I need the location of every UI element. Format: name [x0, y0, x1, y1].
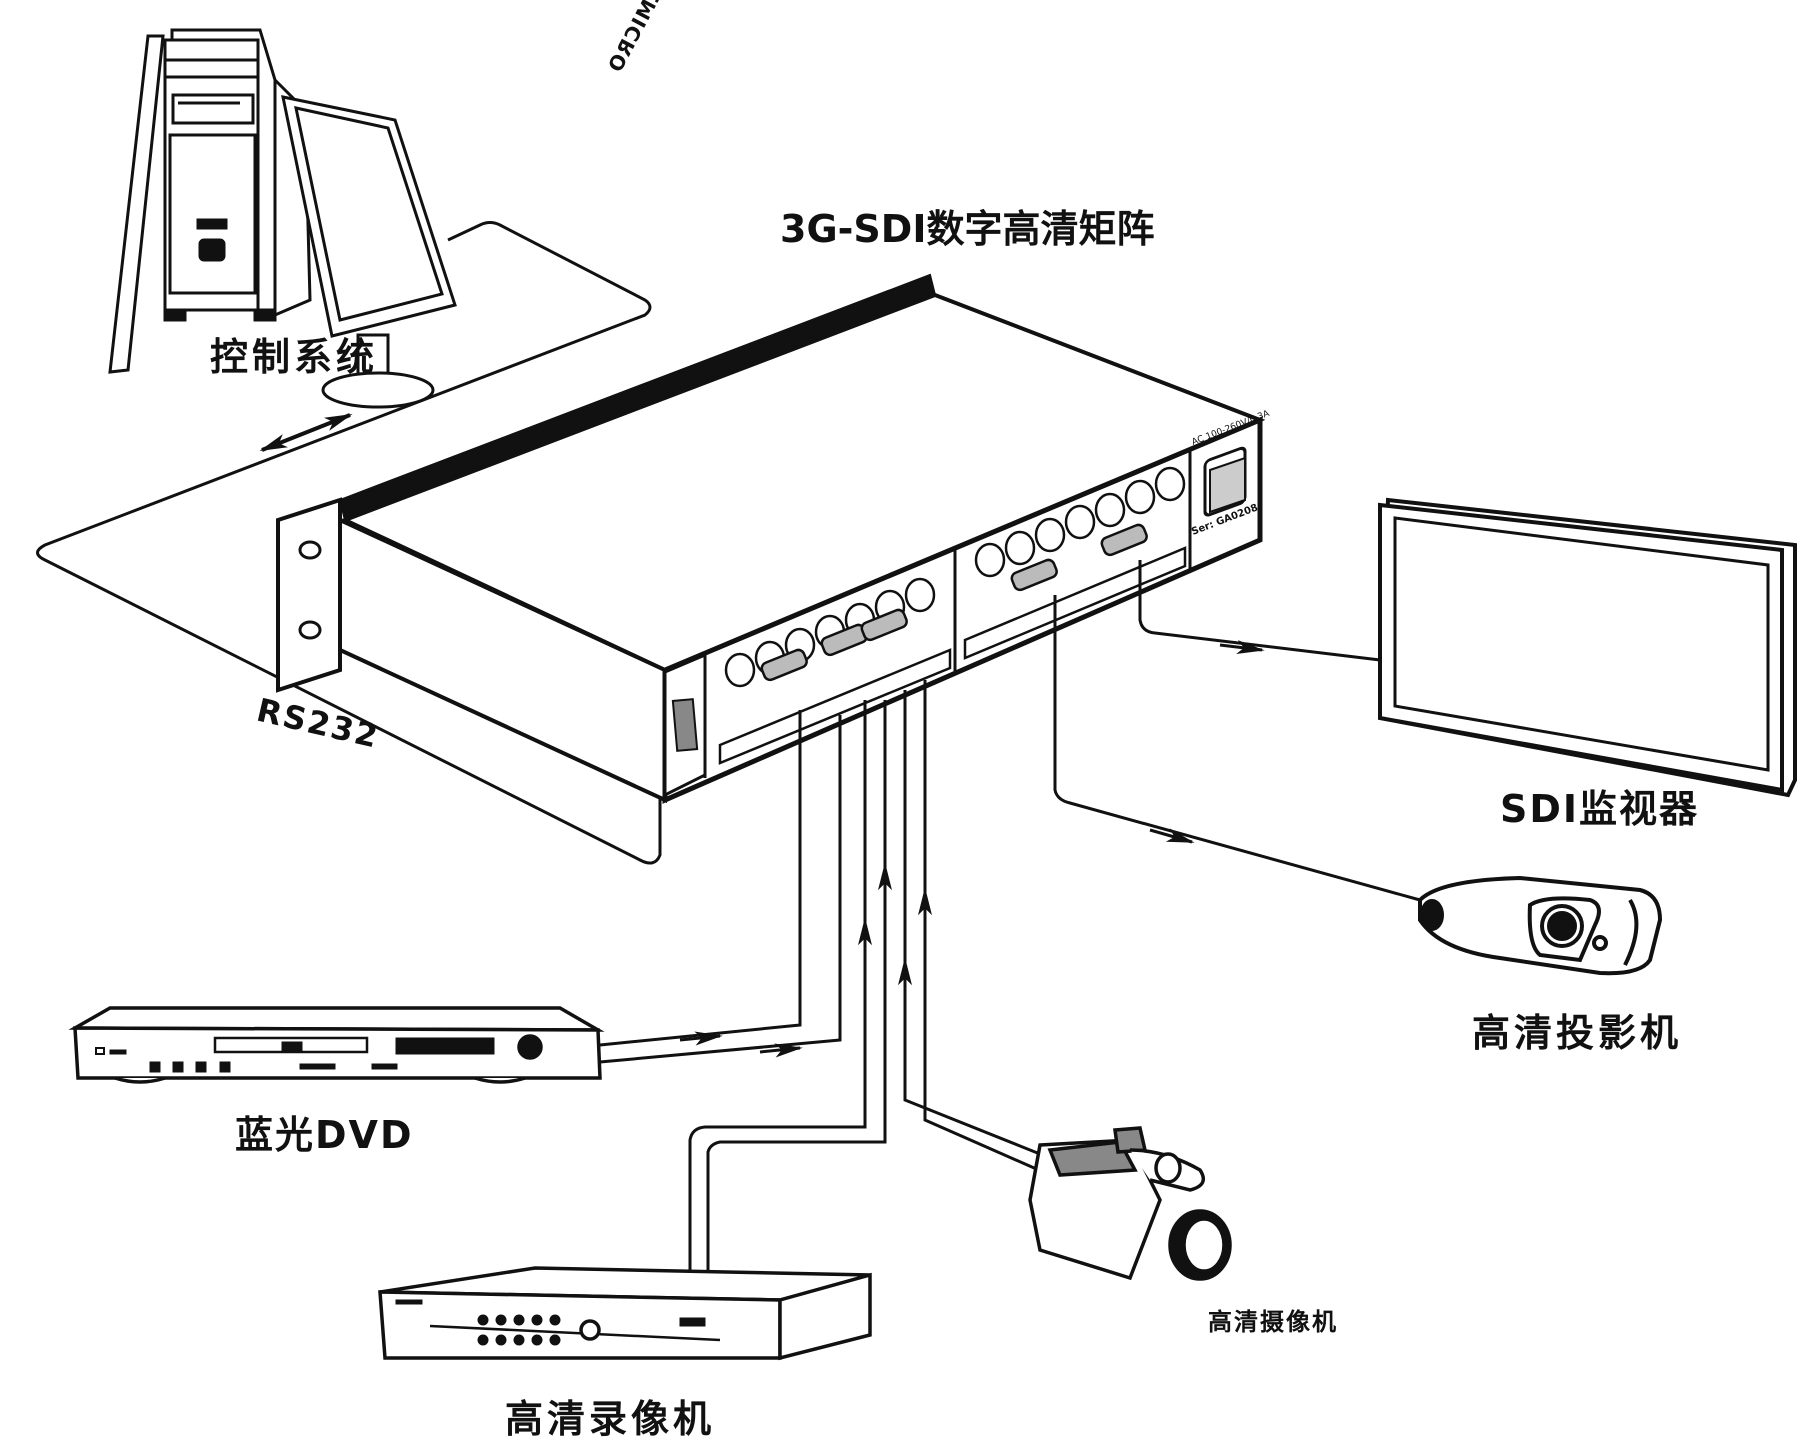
input-cables: [599, 680, 1051, 1270]
matrix-title-label: 3G-SDI数字高清矩阵: [780, 207, 1154, 251]
hd-camcorder-label: 高清摄像机: [1208, 1308, 1338, 1336]
control-system-pc-icon: [108, 28, 312, 374]
control-system-label: 控制系统: [210, 335, 378, 379]
hd-camcorder-icon: [1028, 1126, 1232, 1281]
sdi-monitor-icon: [1377, 497, 1797, 798]
bluray-dvd-label: 蓝光DVD: [235, 1113, 414, 1157]
output-cables: [1053, 560, 1421, 902]
bluray-dvd-player-icon: [68, 1006, 605, 1084]
input-arrows: [679, 862, 932, 1058]
rs232-label: RS232: [253, 691, 383, 756]
hd-recorder-label: 高清录像机: [505, 1397, 715, 1437]
bnc-connector: [974, 466, 1186, 578]
hd-projector-icon: [1418, 875, 1663, 976]
rs232-bidirectional-arrow: [259, 413, 353, 452]
hd-video-recorder-icon: [378, 1266, 872, 1361]
output-arrows: [1149, 640, 1265, 844]
hd-projector-label: 高清投影机: [1472, 1011, 1682, 1055]
sdi-monitor-label: SDI监视器: [1500, 787, 1699, 831]
control-system-monitor-icon: [281, 95, 457, 409]
monitor-brand-label: SILMICRO: [603, 0, 679, 77]
bnc-connectors: [718, 466, 1187, 765]
